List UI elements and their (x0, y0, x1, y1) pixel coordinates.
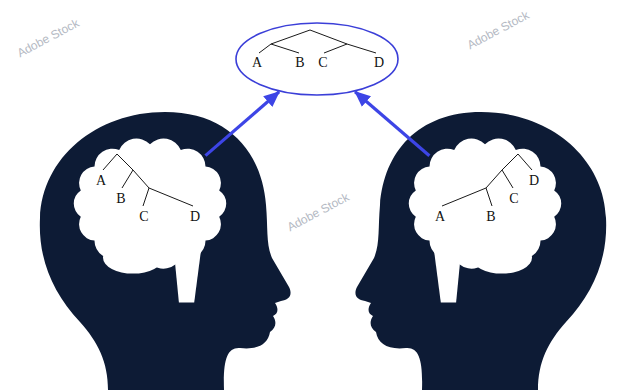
tree-leaf-label: A (96, 174, 106, 188)
node-outline (65, 128, 235, 308)
tree-leaf-label: A (435, 210, 445, 224)
arrow-connector (355, 92, 429, 156)
brain-outline (74, 139, 226, 303)
tree-leaf-label: D (374, 56, 384, 70)
tree-branch (347, 44, 376, 53)
arrow-connector (205, 92, 279, 156)
tree-branch (486, 188, 492, 206)
tree-branch (442, 188, 486, 206)
tree-branch (502, 154, 518, 170)
head-silhouette (355, 112, 606, 390)
tree-leaf-label: D (190, 210, 200, 224)
tree-leaf-label: B (295, 56, 304, 70)
tree-ellipse: A BC D (235, 22, 399, 96)
brain-shape: ABC D (65, 128, 235, 308)
cerebellum (472, 242, 532, 274)
tree-leaf-label: D (529, 174, 539, 188)
watermark: Adobe Stock (15, 17, 81, 60)
tree-branch (259, 44, 271, 53)
tree-leaf-label: C (139, 210, 148, 224)
tree-branch (310, 30, 347, 44)
ellipse-outline (236, 23, 398, 95)
cerebellum (103, 242, 163, 274)
watermark: Adobe Stock (285, 191, 351, 234)
brain-stem (174, 250, 201, 302)
tree-branch (149, 188, 193, 206)
tree-branch (324, 44, 347, 53)
brain-outline (409, 139, 561, 303)
tree-branch (271, 30, 310, 44)
tree-leaf-label: C (509, 192, 518, 206)
head-silhouette (40, 112, 291, 390)
tree-branch (103, 154, 117, 170)
brain-shape: A BCD (400, 128, 570, 308)
tree-branch (518, 154, 532, 170)
tree-leaf-label: B (486, 210, 495, 224)
tree-branch (143, 188, 149, 206)
tree-branch (502, 170, 513, 188)
watermark: Adobe Stock (465, 9, 531, 52)
tree-branch (486, 170, 502, 188)
tree-branch (271, 44, 299, 53)
tree-leaf-label: A (252, 56, 262, 70)
tree-branch (133, 170, 149, 188)
tree-branch (117, 154, 133, 170)
tree-leaf-label: B (116, 192, 125, 206)
tree-branch (122, 170, 133, 188)
tree-leaf-label: C (318, 56, 327, 70)
brain-stem (434, 250, 461, 302)
node-outline (400, 128, 570, 308)
